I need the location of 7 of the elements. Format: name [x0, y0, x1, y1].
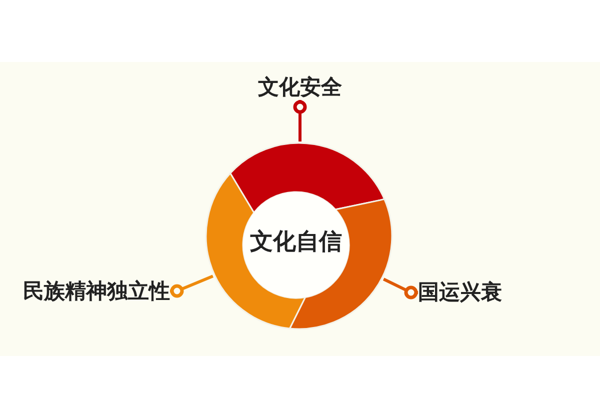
topic-label: 民族精神独立性	[23, 278, 170, 304]
topic-label: 国运兴衰	[418, 280, 502, 305]
donut-segment	[230, 142, 386, 214]
leader-line	[382, 278, 418, 300]
leader-line	[170, 274, 214, 298]
topic-label: 文化安全	[258, 75, 342, 100]
leader-line	[293, 100, 307, 142]
